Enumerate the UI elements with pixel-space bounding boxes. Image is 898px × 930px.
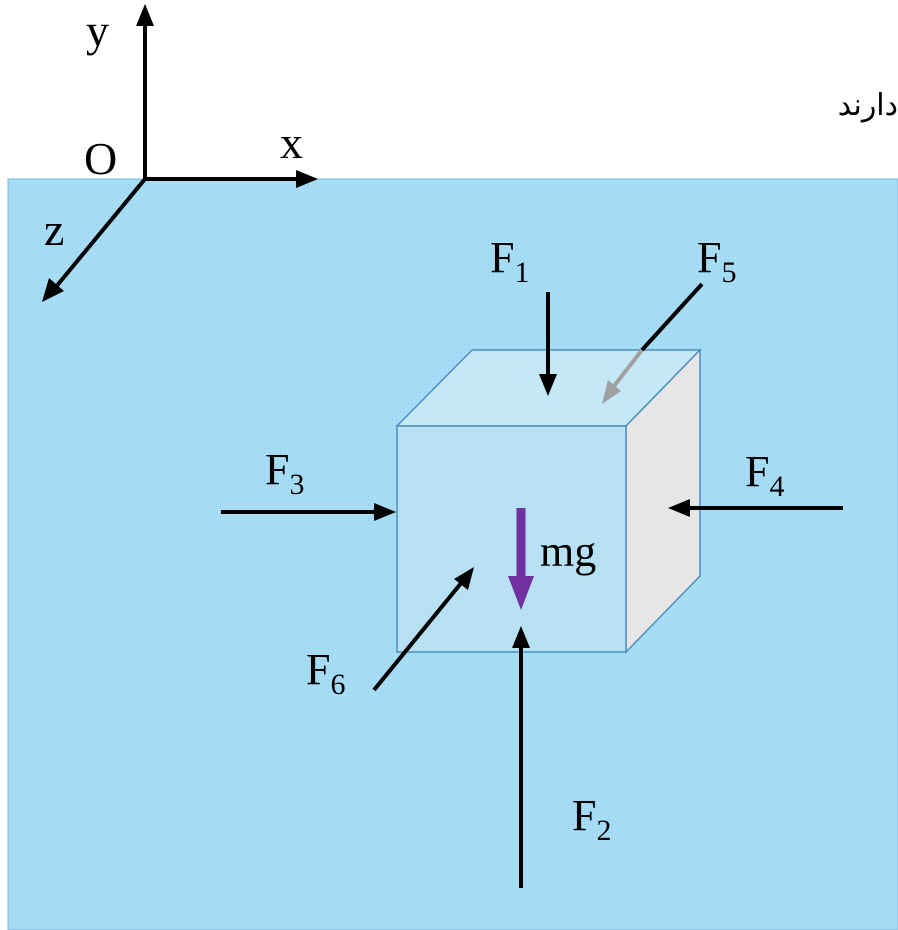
force-f3-label: F3: [265, 445, 304, 501]
force-f3-arrow: [221, 503, 396, 521]
z-axis-arrowhead: [42, 278, 64, 302]
z-axis-label: z: [44, 204, 64, 255]
y-axis-label: y: [86, 5, 109, 56]
force-f4-label: F4: [745, 447, 784, 503]
x-axis-arrowhead: [296, 170, 318, 188]
force-f6-arrow: [372, 567, 474, 692]
caption-text: دارند: [837, 88, 898, 123]
force-f1-label: F1: [490, 233, 529, 289]
force-f2-label: F2: [572, 791, 611, 847]
force-f5-label: F5: [697, 233, 736, 289]
force-f6-label: F6: [306, 645, 345, 701]
force-f5-arrow: [602, 282, 704, 404]
weight-label: mg: [540, 527, 596, 576]
force-f2-arrow: [512, 626, 530, 888]
x-axis-label: x: [280, 117, 303, 168]
weight-arrow: [508, 508, 534, 610]
coordinate-axes: [42, 4, 318, 302]
force-f4-arrow: [668, 499, 843, 517]
force-f1-arrow: [539, 292, 557, 396]
z-axis: [53, 177, 147, 290]
origin-label: O: [84, 133, 117, 184]
y-axis-arrowhead: [136, 4, 154, 26]
